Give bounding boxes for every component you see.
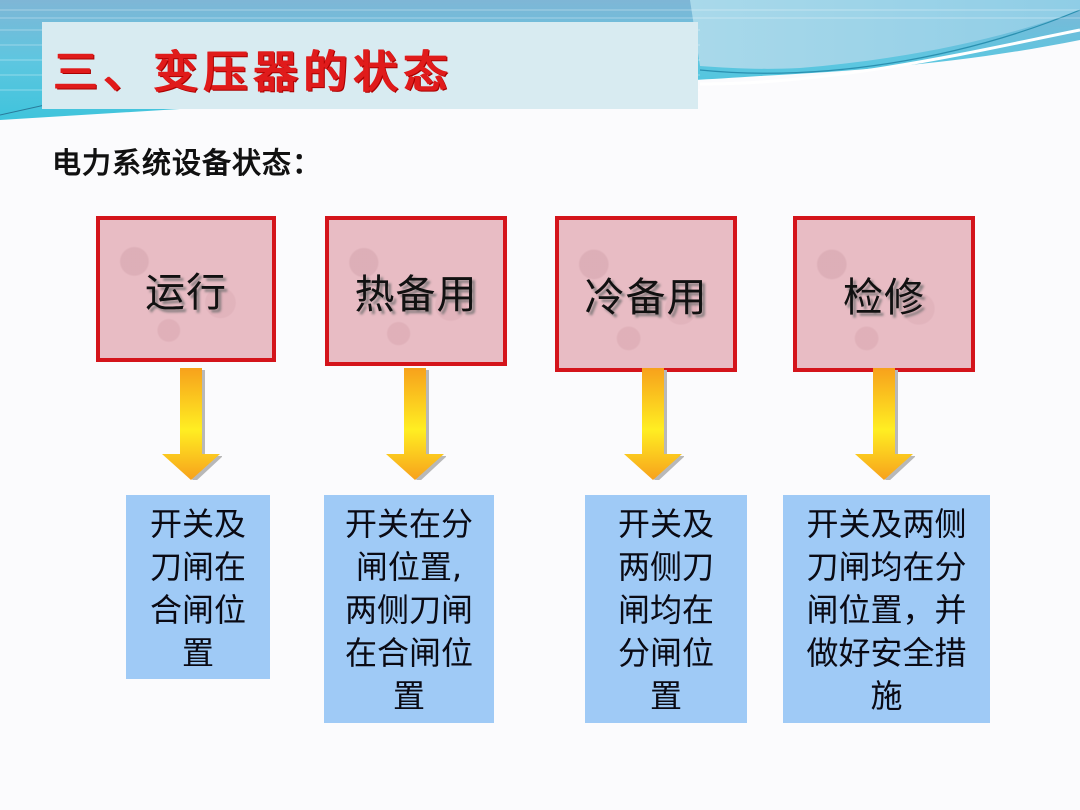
description-line: 开关在分 bbox=[344, 505, 473, 543]
description-line: 置 bbox=[649, 677, 682, 715]
slide-title: 三、变压器的状态 bbox=[54, 47, 454, 98]
state-box-hot-standby: 热备用 bbox=[325, 216, 507, 366]
description-line: 闸位置，并 bbox=[806, 591, 967, 629]
description-box-running: 开关及 刀闸在 合闸位 置 bbox=[126, 495, 270, 679]
state-label: 运行 bbox=[145, 270, 227, 316]
description-line: 闸均在 bbox=[617, 591, 714, 629]
description-line: 置 bbox=[181, 634, 214, 672]
description-line: 刀闸均在分 bbox=[806, 548, 967, 586]
slide-subtitle: 电力系统设备状态： bbox=[52, 146, 323, 180]
description-line: 刀闸在 bbox=[149, 548, 246, 586]
state-box-running: 运行 bbox=[96, 216, 276, 362]
state-label: 检修 bbox=[843, 275, 925, 321]
state-box-maintenance: 检修 bbox=[793, 216, 975, 372]
description-box-maintenance: 开关及两侧 刀闸均在分 闸位置，并 做好安全措 施 bbox=[783, 495, 990, 723]
state-label: 热备用 bbox=[354, 272, 478, 318]
state-label: 冷备用 bbox=[584, 275, 708, 321]
description-line: 在合闸位 bbox=[344, 634, 473, 672]
description-line: 两侧刀闸 bbox=[344, 591, 473, 629]
down-arrow-icon bbox=[386, 368, 446, 480]
description-box-hot-standby: 开关在分 闸位置, 两侧刀闸 在合闸位 置 bbox=[324, 495, 494, 723]
description-box-cold-standby: 开关及 两侧刀 闸均在 分闸位 置 bbox=[585, 495, 747, 723]
description-line: 分闸位 bbox=[617, 634, 714, 672]
down-arrow-icon bbox=[624, 368, 684, 480]
state-box-cold-standby: 冷备用 bbox=[555, 216, 737, 372]
description-line: 合闸位 bbox=[149, 591, 246, 629]
description-line: 闸位置, bbox=[355, 548, 463, 586]
description-line: 开关及两侧 bbox=[806, 505, 967, 543]
description-line: 置 bbox=[392, 677, 425, 715]
down-arrow-icon bbox=[162, 368, 222, 480]
description-line: 开关及 bbox=[617, 505, 714, 543]
description-line: 施 bbox=[870, 677, 903, 715]
down-arrow-icon bbox=[855, 368, 915, 480]
description-line: 做好安全措 bbox=[806, 634, 967, 672]
description-line: 两侧刀 bbox=[617, 548, 714, 586]
title-bar: 三、变压器的状态 bbox=[42, 22, 698, 109]
description-line: 开关及 bbox=[149, 505, 246, 543]
